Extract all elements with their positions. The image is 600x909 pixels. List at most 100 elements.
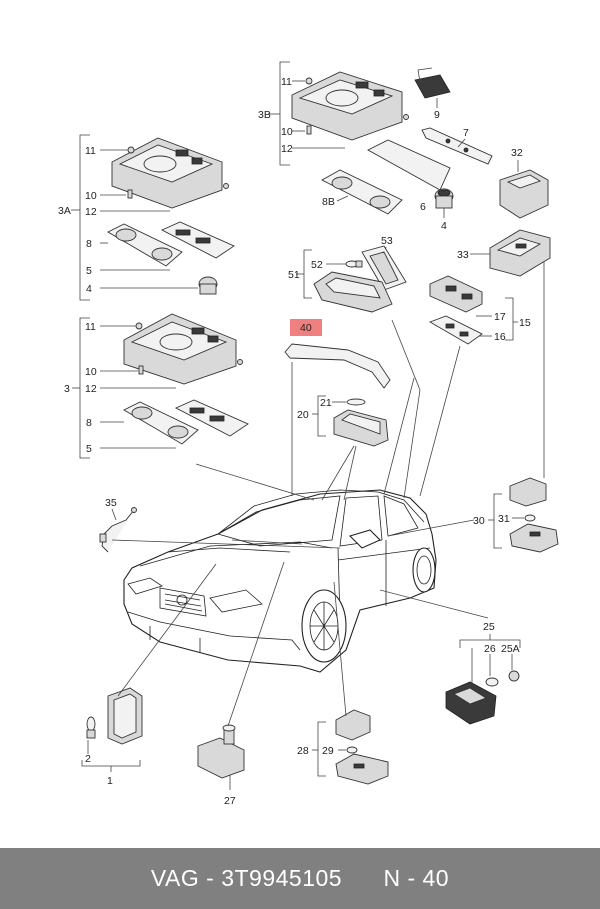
label-51: 51 xyxy=(288,269,300,281)
group-3a: 11 10 3A 12 8 5 4 xyxy=(58,134,235,301)
label-25a: 25A xyxy=(501,643,520,655)
label-15: 15 xyxy=(519,317,531,329)
part-5-switch-plate xyxy=(160,221,235,259)
footer-separator-2: - xyxy=(400,865,423,891)
label-21: 21 xyxy=(320,397,332,409)
car-illustration xyxy=(123,489,437,673)
label-25: 25 xyxy=(483,621,495,633)
label-33: 33 xyxy=(457,249,469,261)
part-25-warning-lamp xyxy=(445,681,497,725)
label-10: 10 xyxy=(85,190,97,202)
group-20: 21 20 xyxy=(297,395,389,447)
highlight-box-40 xyxy=(290,319,322,336)
label-9: 9 xyxy=(434,109,440,121)
label-12: 12 xyxy=(85,383,97,395)
part-8b-lens xyxy=(321,169,403,215)
part-8-lens xyxy=(123,401,199,445)
group-51: 53 52 51 xyxy=(288,235,407,313)
label-11: 11 xyxy=(85,321,96,333)
label-52: 52 xyxy=(311,259,323,271)
part-25a-socket xyxy=(508,670,520,682)
part-6-bulb-holder xyxy=(434,188,454,209)
footer-brand: VAG xyxy=(150,865,200,891)
footer-gap xyxy=(342,865,383,892)
part-15-switch-module xyxy=(429,275,483,313)
part-7-cover-strip xyxy=(421,127,493,165)
label-26: 26 xyxy=(484,643,496,655)
group-30: 30 31 xyxy=(473,477,559,553)
footer-ref-prefix: N xyxy=(383,865,401,891)
part-29-bulb xyxy=(346,746,358,754)
group-1: 2 1 xyxy=(81,687,143,787)
part-28-lamp xyxy=(335,753,389,785)
group-28: 28 29 xyxy=(297,709,389,785)
footer-part-number: 3T9945105 xyxy=(221,865,343,891)
label-16: 16 xyxy=(494,331,506,343)
label-6: 6 xyxy=(420,201,426,213)
part-53-frame xyxy=(361,245,407,291)
label-3a: 3A xyxy=(58,205,71,217)
label-4: 4 xyxy=(441,220,447,232)
part-21-bulb xyxy=(346,398,366,406)
label-10: 10 xyxy=(281,126,293,138)
part-30-housing xyxy=(509,477,547,507)
part-52-bulb xyxy=(345,260,363,268)
label-11: 11 xyxy=(85,145,96,157)
headliner-panel xyxy=(367,139,451,191)
group-3b: 11 3B 10 12 9 7 xyxy=(258,61,549,232)
label-53: 53 xyxy=(381,235,393,247)
part-33-housing xyxy=(489,229,551,277)
part-number-footer: VAG - 3T9945105 N - 40 xyxy=(0,848,600,909)
label-3b: 3B xyxy=(258,109,271,121)
leader-lines xyxy=(111,319,489,727)
part-27-switch xyxy=(197,724,245,779)
overhead-console-3b xyxy=(291,71,403,141)
part-30-lamp xyxy=(509,523,559,553)
group-33: 33 xyxy=(457,229,551,478)
part-1-lamp xyxy=(107,687,143,745)
footer-ref-number: 40 xyxy=(422,865,450,891)
label-17: 17 xyxy=(494,311,506,323)
label-10: 10 xyxy=(85,366,97,378)
part-32-housing xyxy=(499,169,549,219)
label-30: 30 xyxy=(473,515,485,527)
label-20: 20 xyxy=(297,409,309,421)
label-11: 11 xyxy=(281,76,292,88)
part-5-switch-plate xyxy=(174,399,249,437)
label-31: 31 xyxy=(498,513,510,525)
label-5: 5 xyxy=(86,265,92,277)
label-27: 27 xyxy=(224,795,236,807)
label-29: 29 xyxy=(322,745,334,757)
label-2: 2 xyxy=(85,753,91,765)
label-8b: 8B xyxy=(322,196,335,208)
part-26-bulb xyxy=(485,677,499,687)
parts-diagram: 11 3B 10 12 9 7 xyxy=(58,61,559,807)
group-27: 27 xyxy=(197,724,245,807)
label-12: 12 xyxy=(281,143,293,155)
part-40-highlighted[interactable]: 40 xyxy=(284,319,391,389)
part-51-lamp-housing xyxy=(313,271,393,313)
label-8: 8 xyxy=(86,238,92,250)
label-7: 7 xyxy=(463,127,469,139)
part-28-housing xyxy=(335,709,371,741)
label-1: 1 xyxy=(107,775,113,787)
part-35-cable xyxy=(101,509,135,553)
label-8: 8 xyxy=(86,417,92,429)
overhead-console-3 xyxy=(123,313,237,385)
group-35: 35 xyxy=(99,497,137,553)
part-20-lamp xyxy=(333,409,389,447)
footer-separator: - xyxy=(199,865,222,891)
label-28: 28 xyxy=(297,745,309,757)
label-40: 40 xyxy=(300,322,312,334)
label-32: 32 xyxy=(511,147,523,159)
part-16-switch-plate xyxy=(428,315,483,345)
part-4-bulb-holder xyxy=(198,276,218,295)
label-4: 4 xyxy=(86,283,92,295)
overhead-console-3a xyxy=(111,137,223,209)
label-5: 5 xyxy=(86,443,92,455)
label-12: 12 xyxy=(85,206,97,218)
part-9-connector xyxy=(414,67,451,99)
part-8-lens xyxy=(107,223,183,267)
label-35: 35 xyxy=(105,497,117,509)
group-25: 25 26 25A xyxy=(445,621,521,725)
